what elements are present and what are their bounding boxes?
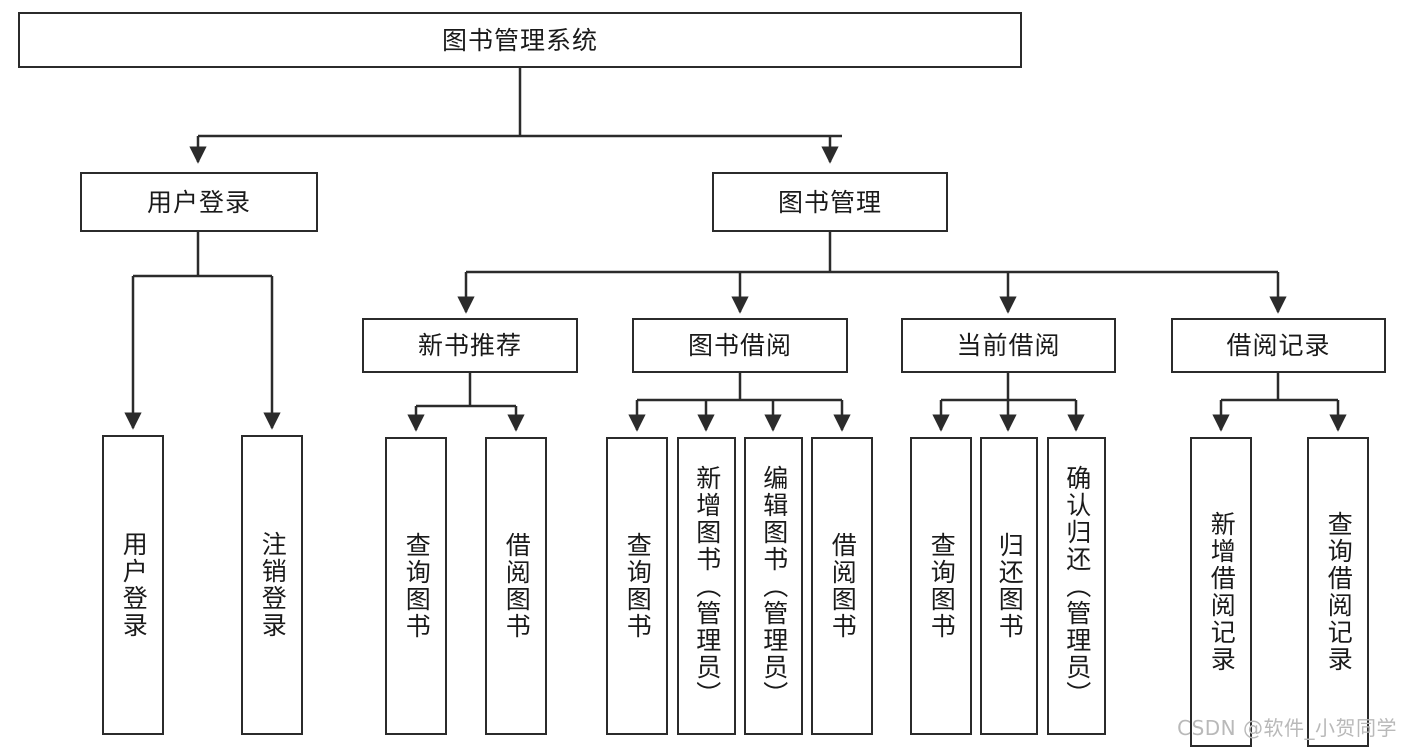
node-leaf-borrow-book[interactable]: 借阅图书 — [811, 437, 873, 735]
node-leaf-query-book-new-label: 查询图书 — [402, 532, 432, 640]
node-leaf-borrow-book-label: 借阅图书 — [828, 532, 858, 640]
node-leaf-query-book-current[interactable]: 查询图书 — [910, 437, 972, 735]
node-leaf-add-borrow-record[interactable]: 新增借阅记录 — [1190, 437, 1252, 747]
node-leaf-borrow-book-new[interactable]: 借阅图书 — [485, 437, 547, 735]
node-leaf-confirm-return-admin[interactable]: 确认归还（管理员） — [1047, 437, 1106, 735]
node-leaf-logout[interactable]: 注销登录 — [241, 435, 303, 735]
node-leaf-query-book-borrow[interactable]: 查询图书 — [606, 437, 668, 735]
node-leaf-add-book-admin[interactable]: 新增图书（管理员） — [677, 437, 736, 735]
node-user-login-label: 用户登录 — [146, 187, 251, 217]
node-leaf-borrow-book-new-label: 借阅图书 — [502, 532, 532, 640]
node-new-book-recommend[interactable]: 新书推荐 — [362, 318, 578, 373]
node-leaf-return-book-label: 归还图书 — [995, 532, 1025, 640]
node-leaf-query-borrow-record[interactable]: 查询借阅记录 — [1307, 437, 1369, 747]
node-book-borrow-label: 图书借阅 — [687, 331, 792, 360]
node-root[interactable]: 图书管理系统 — [18, 12, 1022, 68]
node-leaf-edit-book-admin[interactable]: 编辑图书（管理员） — [744, 437, 803, 735]
node-current-borrow-label: 当前借阅 — [956, 331, 1061, 360]
node-leaf-return-book[interactable]: 归还图书 — [980, 437, 1038, 735]
node-leaf-query-borrow-record-label: 查询借阅记录 — [1324, 511, 1354, 673]
node-leaf-add-book-admin-label: 新增图书（管理员） — [692, 464, 722, 708]
node-book-management-label: 图书管理 — [777, 187, 882, 217]
node-leaf-query-book-new[interactable]: 查询图书 — [385, 437, 447, 735]
node-leaf-logout-label: 注销登录 — [258, 531, 288, 639]
node-leaf-user-login-label: 用户登录 — [119, 531, 149, 639]
node-root-label: 图书管理系统 — [441, 25, 598, 55]
node-leaf-query-book-borrow-label: 查询图书 — [623, 532, 653, 640]
node-book-management[interactable]: 图书管理 — [712, 172, 948, 232]
node-user-login[interactable]: 用户登录 — [80, 172, 318, 232]
node-borrow-record-label: 借阅记录 — [1226, 331, 1331, 360]
node-leaf-query-book-current-label: 查询图书 — [927, 532, 957, 640]
node-current-borrow[interactable]: 当前借阅 — [901, 318, 1116, 373]
watermark: CSDN @软件_小贺同学 — [1177, 716, 1397, 740]
node-new-book-recommend-label: 新书推荐 — [417, 331, 522, 360]
node-book-borrow[interactable]: 图书借阅 — [632, 318, 848, 373]
node-leaf-add-borrow-record-label: 新增借阅记录 — [1207, 511, 1237, 673]
node-borrow-record[interactable]: 借阅记录 — [1171, 318, 1386, 373]
node-leaf-user-login[interactable]: 用户登录 — [102, 435, 164, 735]
node-leaf-confirm-return-admin-label: 确认归还（管理员） — [1062, 464, 1092, 708]
node-leaf-edit-book-admin-label: 编辑图书（管理员） — [759, 464, 789, 708]
